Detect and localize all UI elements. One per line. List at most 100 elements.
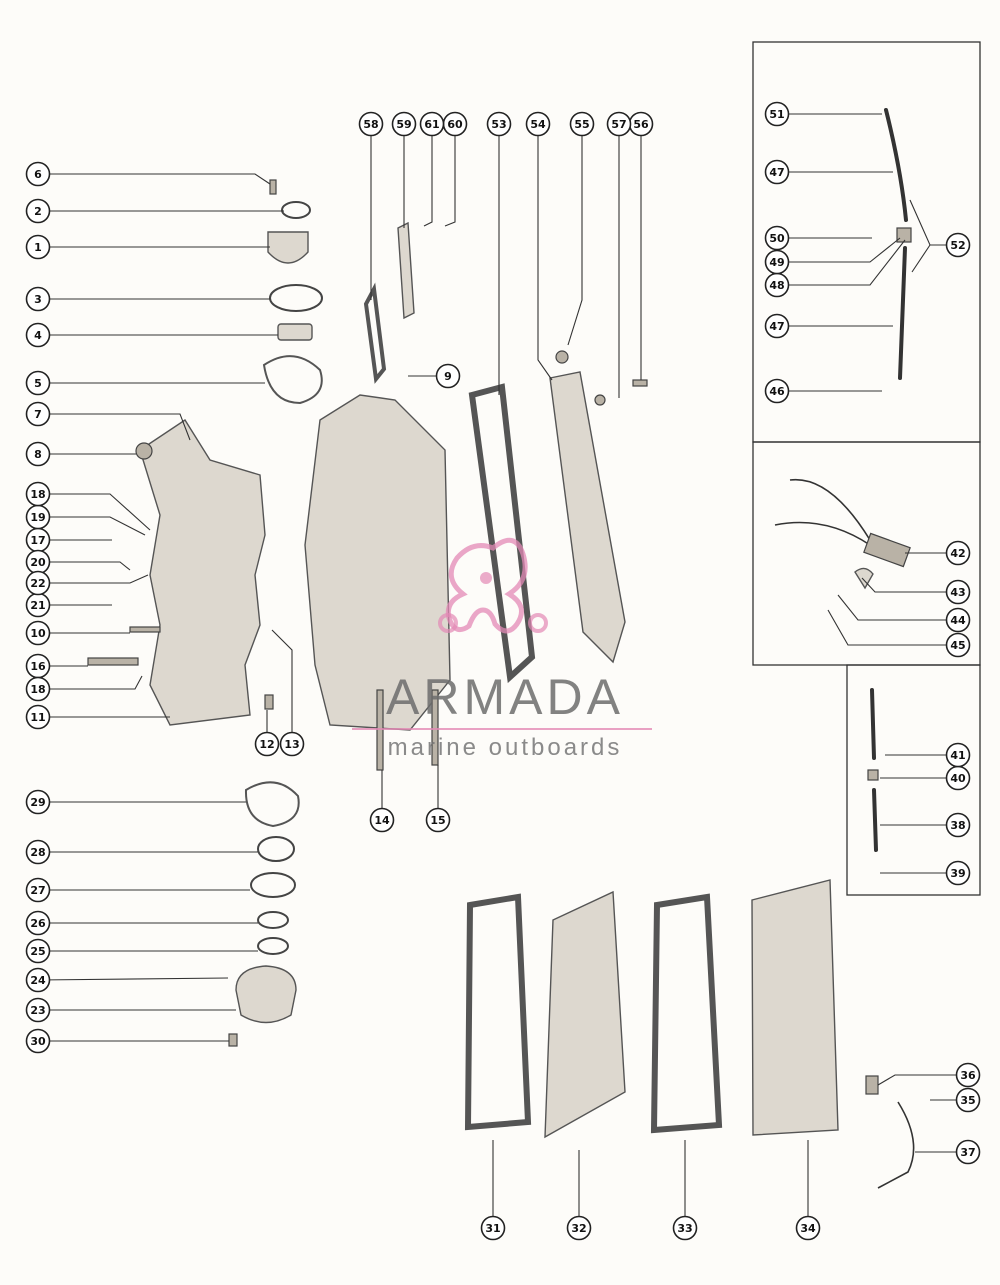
callout-circle [254, 731, 280, 757]
callout-54: 54 [525, 111, 551, 137]
callout-circle [764, 101, 790, 127]
callout-number: 60 [447, 118, 463, 131]
callout-circle [486, 111, 512, 137]
callout-21: 21 [25, 592, 51, 618]
callout-33: 33 [672, 1215, 698, 1241]
callout-56: 56 [628, 111, 654, 137]
callout-number: 39 [950, 867, 965, 880]
callout-number: 30 [30, 1035, 46, 1048]
callout-49: 49 [764, 249, 790, 275]
screw-part [269, 179, 277, 195]
callout-number: 34 [800, 1222, 816, 1235]
callout-number: 13 [284, 738, 299, 751]
callout-circle [764, 378, 790, 404]
callout-circle [955, 1139, 981, 1165]
outer-gasket-part [650, 893, 723, 1134]
callout-circle [419, 111, 445, 137]
leader-line-54 [537, 136, 553, 381]
callout-circle [425, 807, 451, 833]
callout-35: 35 [955, 1087, 981, 1113]
callout-25: 25 [25, 938, 51, 964]
callout-number: 44 [950, 614, 966, 627]
callout-5: 5 [25, 370, 51, 396]
callout-6: 6 [25, 161, 51, 187]
callout-48: 48 [764, 272, 790, 298]
callout-number: 61 [424, 118, 439, 131]
callout-circle [25, 481, 51, 507]
leader-line-52 [911, 244, 946, 273]
leader-line-7 [50, 413, 191, 441]
callout-number: 46 [769, 385, 785, 398]
callout-number: 26 [30, 917, 46, 930]
leader-line-36 [877, 1074, 956, 1086]
callout-52: 52 [945, 232, 971, 258]
callout-circle [672, 1215, 698, 1241]
leader-line-61 [423, 136, 433, 227]
leader-line-49 [789, 237, 901, 263]
lower-cap-gasket-part [244, 781, 300, 828]
grommet-part-a [555, 350, 569, 364]
callout-38: 38 [945, 812, 971, 838]
callout-number: 47 [769, 320, 784, 333]
transfer-port-gasket-part [363, 282, 387, 384]
bearing-part [277, 323, 313, 341]
callout-50: 50 [764, 225, 790, 251]
sensor-part [865, 1075, 879, 1095]
callout-55: 55 [569, 111, 595, 137]
callout-circle [569, 111, 595, 137]
callout-circle [606, 111, 632, 137]
callout-circle [391, 111, 417, 137]
callout-9: 9 [435, 363, 461, 389]
callout-number: 43 [950, 586, 965, 599]
callout-number: 24 [30, 974, 46, 987]
callout-2: 2 [25, 198, 51, 224]
callout-34: 34 [795, 1215, 821, 1241]
callout-31: 31 [480, 1215, 506, 1241]
callout-circle [25, 704, 51, 730]
callout-32: 32 [566, 1215, 592, 1241]
callout-60: 60 [442, 111, 468, 137]
callout-circle [25, 370, 51, 396]
callout-circle [25, 839, 51, 865]
callout-number: 50 [769, 232, 785, 245]
leader-line-18 [50, 675, 143, 690]
inset-frame-bleed-hoses [846, 664, 981, 896]
fuel-hose-upper-part [884, 108, 908, 222]
callout-7: 7 [25, 401, 51, 427]
callout-number: 19 [30, 511, 45, 524]
callout-13: 13 [279, 731, 305, 757]
callout-circle [945, 607, 971, 633]
leader-line-20 [50, 561, 131, 571]
ground-wire-part [877, 1101, 915, 1189]
callout-41: 41 [945, 742, 971, 768]
upper-end-cap-part [267, 231, 309, 264]
callout-number: 32 [571, 1222, 586, 1235]
callout-number: 56 [633, 118, 649, 131]
callout-number: 42 [950, 547, 965, 560]
callout-number: 2 [34, 205, 42, 218]
callout-circle [955, 1087, 981, 1113]
callout-45: 45 [945, 632, 971, 658]
callout-number: 18 [30, 683, 45, 696]
pin-part [264, 694, 274, 710]
callout-1: 1 [25, 234, 51, 260]
callout-number: 21 [30, 599, 45, 612]
callout-circle [25, 789, 51, 815]
callout-19: 19 [25, 504, 51, 530]
leader-line-60 [444, 136, 456, 227]
callout-47: 47 [764, 313, 790, 339]
callout-number: 3 [34, 293, 42, 306]
callout-circle [25, 1028, 51, 1054]
callout-number: 15 [430, 814, 445, 827]
bolt-part-short [129, 626, 161, 633]
callout-number: 25 [30, 945, 45, 958]
callout-8: 8 [25, 441, 51, 467]
callout-59: 59 [391, 111, 417, 137]
octopus-logo-icon [438, 537, 548, 634]
callout-circle [25, 877, 51, 903]
callout-51: 51 [764, 101, 790, 127]
callout-circle [25, 910, 51, 936]
callout-number: 57 [611, 118, 626, 131]
callout-47: 47 [764, 159, 790, 185]
